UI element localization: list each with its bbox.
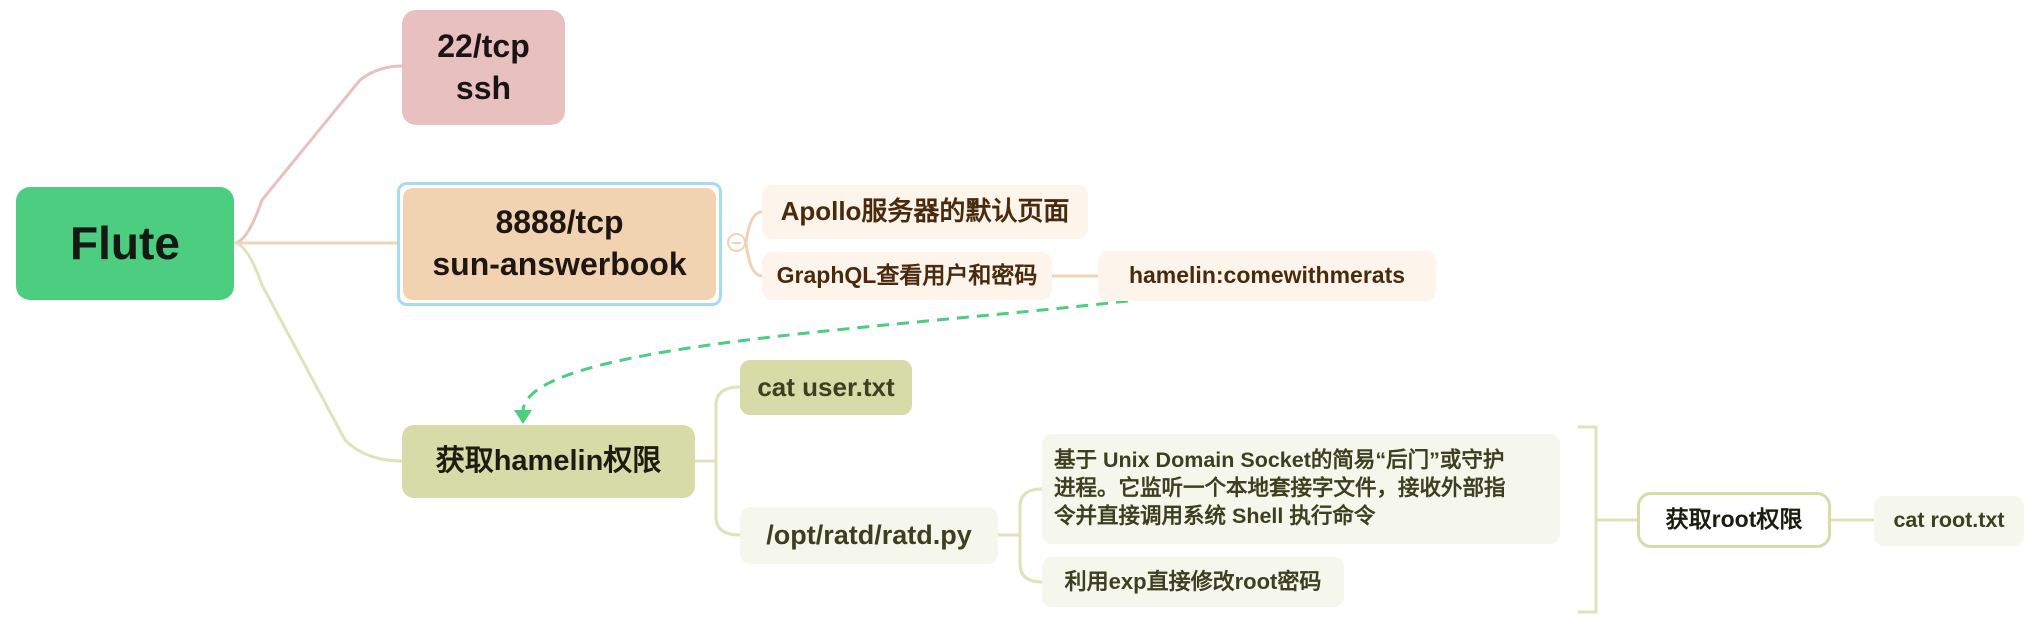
desc-line: 进程。它监听一个本地套接字文件，接收外部指 <box>1054 476 1506 501</box>
root-topic-label: Flute <box>70 216 180 269</box>
topic-desc-text: 基于 Unix Domain Socket的简易“后门”或守护 进程。它监听一个… <box>1054 447 1506 531</box>
topic-hamelin-access[interactable]: 获取hamelin权限 <box>402 425 695 498</box>
topic-8888-tcp-answerbook[interactable]: 8888/tcp sun-answerbook <box>403 188 716 300</box>
topic-hamelin-label: 获取hamelin权限 <box>435 444 662 477</box>
link-hamelin-user <box>714 385 741 461</box>
topic-roottxt-label: cat root.txt <box>1893 508 2005 533</box>
topic-cat-root-txt[interactable]: cat root.txt <box>1874 496 2024 546</box>
desc-line: 基于 Unix Domain Socket的简易“后门”或守护 <box>1054 448 1505 473</box>
topic-cat-user-txt[interactable]: cat user.txt <box>740 360 912 415</box>
link-root-ssh <box>233 64 403 245</box>
collapse-toggle[interactable] <box>727 233 746 252</box>
summary-bracket <box>1578 425 1618 614</box>
selection-frame <box>397 182 722 306</box>
link-root-hamelin <box>233 241 403 463</box>
link-creds-hamelin-dashed <box>521 299 1129 411</box>
topic-ssh-text: 22/tcp ssh <box>437 26 529 109</box>
topic-8888-text: 8888/tcp sun-answerbook <box>432 202 686 285</box>
topic-ssh-port: 22/tcp <box>437 27 530 64</box>
root-topic-flute[interactable]: Flute <box>16 187 234 300</box>
topic-ratd-py[interactable]: /opt/ratd/ratd.py <box>740 507 998 564</box>
link-8888-apollo <box>744 210 763 244</box>
link-ratd-exp <box>1018 535 1043 584</box>
topic-exp-change-root-password[interactable]: 利用exp直接修改root密码 <box>1042 557 1344 607</box>
topic-8888-port: 8888/tcp <box>495 204 624 241</box>
arrowhead-dashed <box>514 410 532 424</box>
topic-graphql-label: GraphQL查看用户和密码 <box>776 262 1038 289</box>
topic-credentials[interactable]: hamelin:comewithmerats <box>1098 251 1436 301</box>
topic-root-access[interactable]: 获取root权限 <box>1637 492 1831 548</box>
topic-exp-label: 利用exp直接修改root密码 <box>1064 568 1322 594</box>
link-ratd-desc <box>1018 487 1043 535</box>
topic-ratd-label: /opt/ratd/ratd.py <box>766 519 972 550</box>
topic-apollo-label: Apollo服务器的默认页面 <box>780 196 1070 227</box>
link-8888-graphql <box>744 242 763 278</box>
topic-ssh-service: ssh <box>455 69 512 106</box>
topic-ratd-description[interactable]: 基于 Unix Domain Socket的简易“后门”或守护 进程。它监听一个… <box>1042 434 1560 544</box>
topic-8888-service: sun-answerbook <box>432 246 687 282</box>
topic-root-label: 获取root权限 <box>1665 506 1803 533</box>
link-hamelin-ratd <box>714 461 741 537</box>
topic-apollo-default-page[interactable]: Apollo服务器的默认页面 <box>762 185 1088 239</box>
topic-credentials-label: hamelin:comewithmerats <box>1128 262 1406 289</box>
topic-graphql-users[interactable]: GraphQL查看用户和密码 <box>762 252 1052 300</box>
desc-line: 令并直接调用系统 Shell 执行命令 <box>1054 503 1376 528</box>
topic-22-tcp-ssh[interactable]: 22/tcp ssh <box>402 10 565 125</box>
topic-user-label: cat user.txt <box>757 371 895 402</box>
